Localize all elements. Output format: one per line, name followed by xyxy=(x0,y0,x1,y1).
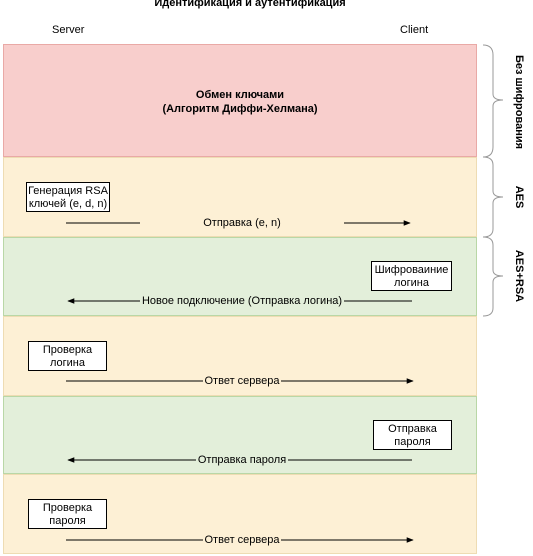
message-text: Ответ сервера xyxy=(202,534,282,546)
process-box-line: логина xyxy=(393,277,429,289)
message-label-new-connection: Новое подключение (Отправка логина) xyxy=(110,295,374,307)
encryption-label-aes-rsa: AES+RSA xyxy=(513,249,525,303)
brace-aes xyxy=(482,156,504,238)
message-text: Новое подключение (Отправка логина) xyxy=(139,295,345,307)
process-box-rsa-generation: Генерация RSA ключей (e, d, n) xyxy=(26,182,110,212)
message-label-send-password: Отправка пароля xyxy=(140,454,344,466)
message-label-server-response-1: Ответ сервера xyxy=(140,375,344,387)
process-box-line: логина xyxy=(49,357,85,369)
message-label-server-response-2: Ответ сервера xyxy=(140,534,344,546)
server-column-label: Server xyxy=(52,24,85,36)
process-box-password-send: Отправка пароля xyxy=(373,420,452,450)
message-text: Отправка (e, n) xyxy=(201,217,283,229)
message-label-send-public-key: Отправка (e, n) xyxy=(140,217,344,229)
process-box-line: Отправка xyxy=(388,423,437,435)
diagram-title: Идентификация и аутентификация xyxy=(154,0,346,9)
client-column-label: Client xyxy=(400,24,429,36)
process-box-line: пароля xyxy=(394,436,431,448)
message-text: Отправка пароля xyxy=(195,454,289,466)
process-box-line: ключей (e, d, n) xyxy=(28,198,108,210)
process-box-password-check: Проверка пароля xyxy=(28,499,107,529)
key-exchange-line2: (Алгоритм Диффи-Хелмана) xyxy=(162,103,318,115)
band-key-exchange xyxy=(3,44,477,157)
process-box-login-check: Проверка логина xyxy=(28,341,107,371)
encryption-label-aes: AES xyxy=(513,185,525,209)
message-text: Ответ сервера xyxy=(202,375,282,387)
process-box-line: Проверка xyxy=(42,344,93,356)
key-exchange-line1: Обмен ключами xyxy=(195,89,285,101)
process-box-line: Проверка xyxy=(42,502,93,514)
key-exchange-label: Обмен ключами (Алгоритм Диффи-Хелмана) xyxy=(3,88,477,116)
encryption-label-none: Без шифрования xyxy=(513,54,525,150)
brace-no-encryption xyxy=(482,44,504,158)
brace-aes-rsa xyxy=(482,236,504,317)
process-box-line: пароля xyxy=(49,515,86,527)
process-box-login-encryption: Шифроваиние логина xyxy=(371,261,452,291)
process-box-line: Шифроваиние xyxy=(374,264,449,276)
process-box-line: Генерация RSA xyxy=(28,185,108,197)
